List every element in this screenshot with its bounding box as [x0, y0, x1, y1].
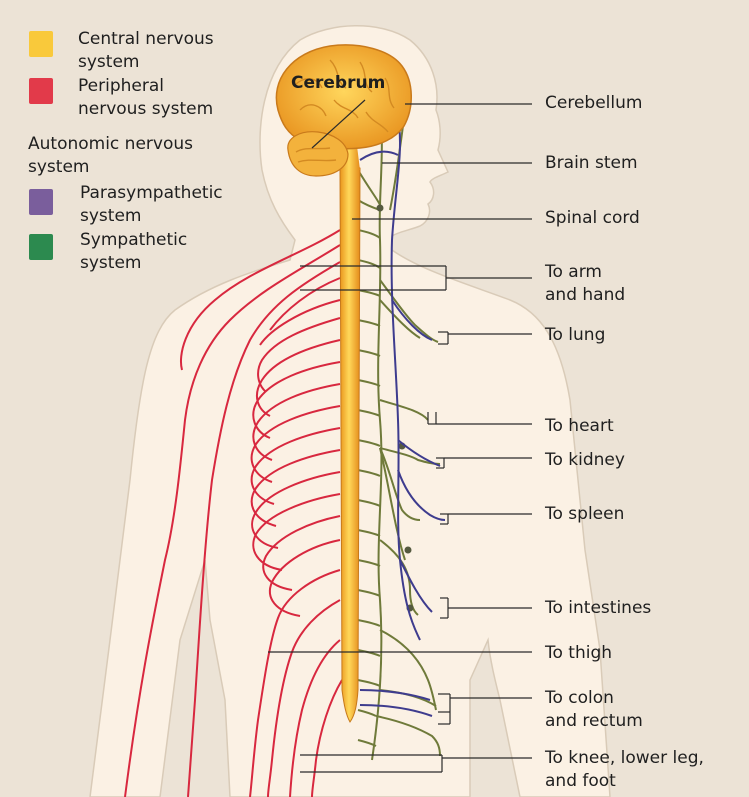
parasympathetic-nerves	[359, 117, 446, 717]
legend-swatch-peripheral	[29, 78, 53, 104]
legend-swatch-parasympathetic	[29, 189, 53, 215]
cerebellum-shape	[287, 131, 349, 177]
brain	[275, 44, 412, 177]
legend-swatch-central	[29, 31, 53, 57]
legend-label-central: Central nervous system	[78, 29, 214, 72]
callout-spinal-cord: Spinal cord	[545, 208, 640, 228]
legend-label-peripheral: Peripheral nervous system	[78, 76, 214, 119]
callout-lung: To lung	[545, 325, 606, 345]
spinal-cord	[339, 165, 361, 723]
legend-heading-autonomic: Autonomic nervous system	[28, 134, 193, 177]
callout-kidney: To kidney	[545, 450, 625, 470]
callout-colon-rectum: To colon and rectum	[545, 688, 643, 731]
brain-folds	[294, 59, 395, 163]
legend-swatch-sympathetic	[29, 234, 53, 260]
legend-label-sympathetic: Sympathetic system	[80, 230, 188, 273]
callout-arm-hand: To arm and hand	[545, 262, 626, 305]
cerebrum	[275, 44, 412, 150]
callout-spleen: To spleen	[545, 504, 625, 524]
callout-intestines: To intestines	[545, 598, 652, 618]
leader-lines	[268, 99, 532, 773]
legend-label-parasympathetic: Parasympathetic system	[80, 183, 223, 226]
callout-thigh: To thigh	[545, 643, 613, 663]
peripheral-nerves	[124, 229, 343, 797]
callout-brain-stem: Brain stem	[545, 153, 638, 173]
callout-knee-leg-foot: To knee, lower leg, and foot	[545, 748, 704, 791]
callout-heart: To heart	[545, 416, 614, 436]
cerebrum-label: Cerebrum	[291, 73, 386, 93]
callout-cerebellum: Cerebellum	[545, 93, 643, 113]
